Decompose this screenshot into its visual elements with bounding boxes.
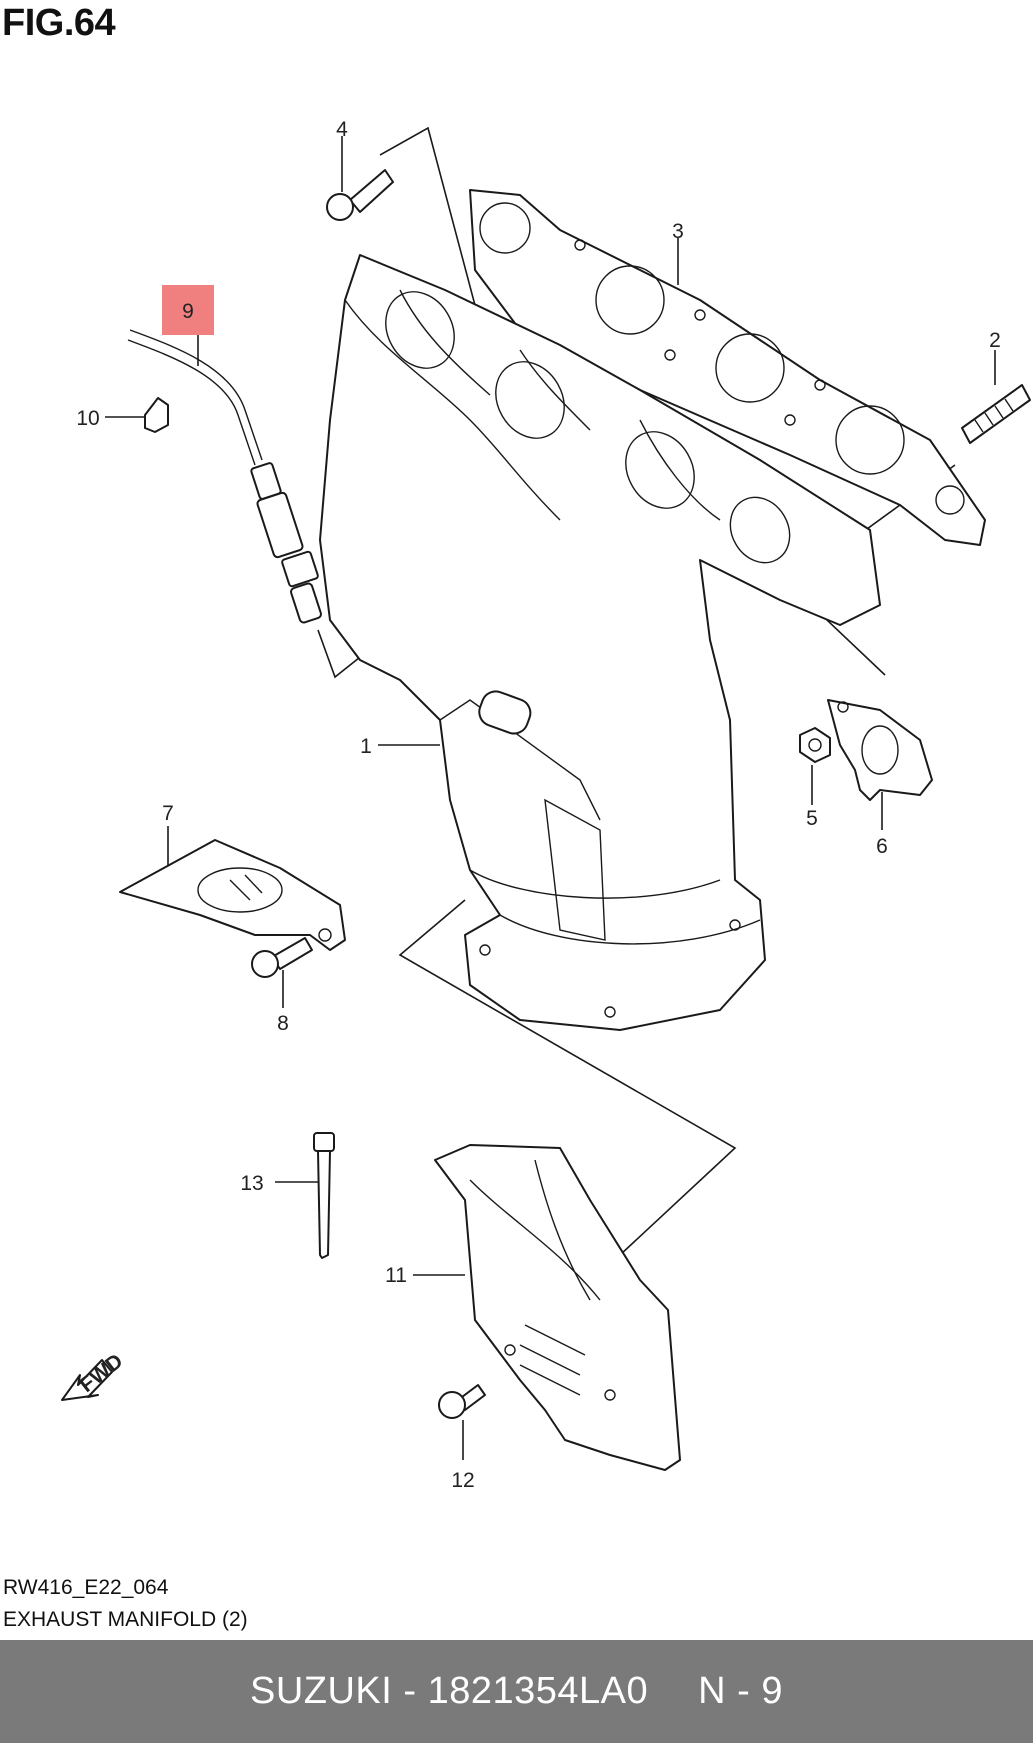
leader-lines bbox=[105, 136, 996, 1460]
stud-bolt[interactable] bbox=[961, 384, 1031, 444]
callout-5[interactable]: 5 bbox=[806, 807, 818, 830]
callout-12[interactable]: 12 bbox=[451, 1469, 474, 1492]
figure-description: EXHAUST MANIFOLD (2) bbox=[3, 1608, 248, 1631]
callout-6[interactable]: 6 bbox=[876, 835, 888, 858]
footer-reference: N - 9 bbox=[698, 1670, 784, 1712]
callout-10[interactable]: 10 bbox=[76, 407, 99, 430]
hex-nut[interactable] bbox=[799, 727, 831, 763]
bracket-bolt[interactable] bbox=[251, 937, 313, 978]
lower-heat-shield[interactable] bbox=[434, 1144, 681, 1471]
drawing-code: RW416_E22_064 bbox=[3, 1576, 169, 1599]
forward-direction-arrow: FWD bbox=[61, 1350, 127, 1401]
callout-11[interactable]: 11 bbox=[385, 1264, 407, 1287]
exhaust-manifold-catalyst[interactable] bbox=[319, 254, 881, 1031]
callout-4[interactable]: 4 bbox=[336, 118, 348, 141]
fwd-label: FWD bbox=[75, 1350, 127, 1398]
callout-3[interactable]: 3 bbox=[672, 220, 684, 243]
figure-title: FIG.64 bbox=[2, 2, 116, 44]
oxygen-sensor[interactable] bbox=[127, 329, 322, 624]
cable-tie[interactable] bbox=[313, 1132, 335, 1259]
callout-7[interactable]: 7 bbox=[162, 802, 174, 825]
callout-2[interactable]: 2 bbox=[989, 329, 1001, 352]
callout-13[interactable]: 13 bbox=[240, 1172, 263, 1195]
footer-bar: SUZUKI - 1821354LA0 N - 9 bbox=[0, 1640, 1033, 1743]
callout-8[interactable]: 8 bbox=[277, 1012, 289, 1035]
heat-shield-bolt[interactable] bbox=[438, 1384, 486, 1419]
support-bracket[interactable] bbox=[119, 839, 346, 951]
manifold-bracket[interactable] bbox=[827, 699, 933, 801]
flange-bolt-upper[interactable] bbox=[326, 169, 394, 221]
callout-1[interactable]: 1 bbox=[360, 735, 372, 758]
footer-part-number: SUZUKI - 1821354LA0 bbox=[249, 1670, 649, 1712]
callout-9-highlight bbox=[162, 285, 214, 335]
callout-9[interactable]: 9 bbox=[182, 300, 194, 323]
sensor-harness-clip[interactable] bbox=[144, 397, 169, 433]
exploded-parts-diagram: FWD 4 3 2 9 10 1 5 6 7 8 11 13 12 bbox=[61, 118, 1031, 1492]
callout-labels: 4 3 2 9 10 1 5 6 7 8 11 13 12 bbox=[76, 118, 1001, 1492]
